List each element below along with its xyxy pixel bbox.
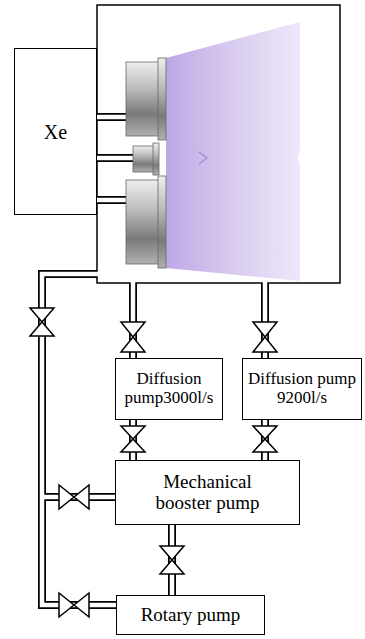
thruster-middle [133,143,159,175]
gas-supply-box: Xe [14,48,97,215]
gate-valve [253,426,277,452]
thruster-bottom [126,176,166,268]
booster-pump-box: Mechanical booster pump [115,460,300,525]
gate-valve [59,485,89,509]
thruster-flange [158,58,166,140]
diffusion-pump-box: Diffusion pump3000l/s [115,358,223,420]
plasma-plume [166,22,300,281]
thruster-flange [158,176,166,268]
vacuum-pipes [42,274,265,605]
pipe-wall [42,274,265,605]
thruster-body [126,180,160,264]
vacuum-chamber [97,5,340,283]
gate-valve [121,426,145,452]
box-label: Xe [44,121,67,143]
thruster-flange [153,143,159,175]
gate-valve [160,546,184,574]
thruster-body [133,146,154,172]
gate-valve [253,322,277,352]
box-label: Rotary pump [141,605,241,626]
thruster-top [126,58,166,140]
diffusion-pump-box: Diffusion pump 9200l/s [242,358,362,420]
box-label: Diffusion pump3000l/s [116,370,222,407]
plume-chevron [199,152,207,164]
gate-valve [30,308,54,336]
thruster-body [126,62,160,136]
gate-valve [121,322,145,352]
pipe-bore [42,274,265,605]
box-label: Mechanical booster pump [140,472,275,514]
gate-valve [59,593,89,617]
rotary-pump-box: Rotary pump [116,595,265,635]
box-label: Diffusion pump 9200l/s [247,370,357,407]
